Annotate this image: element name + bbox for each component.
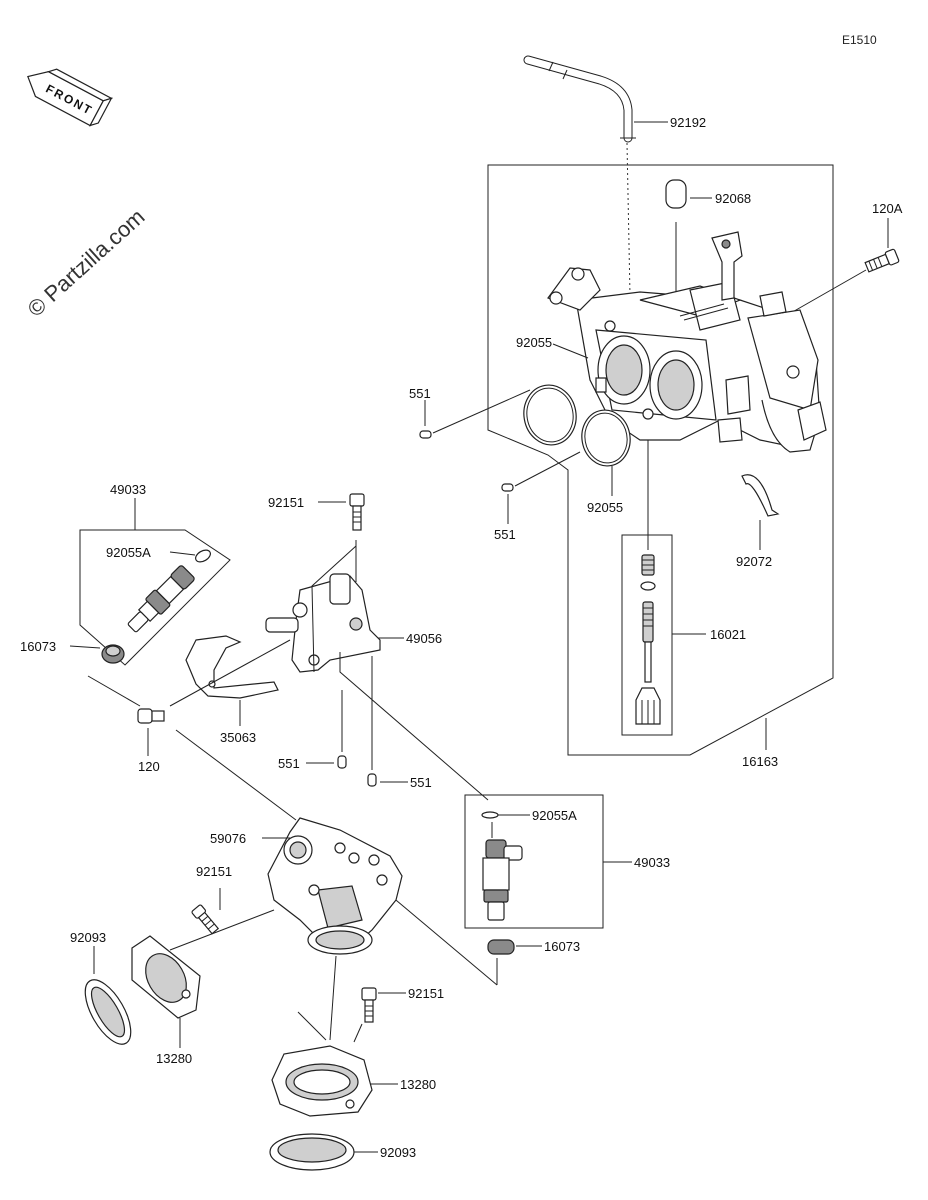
label-13280-lower: 13280 xyxy=(400,1077,436,1092)
dowel-pin-551-c xyxy=(337,755,347,769)
label-92055-upper: 92055 xyxy=(516,335,552,350)
o-ring-92055-upper xyxy=(523,384,577,446)
throttle-body-16163 xyxy=(547,231,827,453)
o-ring-92055-lower xyxy=(581,409,631,467)
idle-screw-16021 xyxy=(635,554,661,725)
injector-box-49033-upper xyxy=(79,529,231,666)
dowel-pin-551-d xyxy=(367,773,377,787)
assembly-outline-16163 xyxy=(487,164,834,756)
cap-92068 xyxy=(665,179,687,209)
fuel-injector-upper xyxy=(127,565,195,633)
label-92151-upper: 92151 xyxy=(268,495,304,510)
label-120: 120 xyxy=(138,759,160,774)
label-92093-left: 92093 xyxy=(70,930,106,945)
fuel-injector-lower xyxy=(482,839,523,921)
label-120A: 120A xyxy=(872,201,903,216)
front-arrow-icon: FRONT xyxy=(27,68,113,127)
label-551-c: 551 xyxy=(278,756,300,771)
o-ring-92055A-upper xyxy=(195,549,211,563)
label-16073-upper: 16073 xyxy=(20,639,56,654)
label-92055-lower: 92055 xyxy=(587,500,623,515)
bolt-92151-upper xyxy=(349,493,365,531)
label-16163: 16163 xyxy=(742,754,778,769)
label-92151-left: 92151 xyxy=(196,864,232,879)
label-92093-lower: 92093 xyxy=(380,1145,416,1160)
label-16073-lower: 16073 xyxy=(544,939,580,954)
label-13280-left: 13280 xyxy=(156,1051,192,1066)
watermark-text: © Partzilla.com xyxy=(23,204,150,322)
label-92068: 92068 xyxy=(715,191,751,206)
label-49056: 49056 xyxy=(406,631,442,646)
label-92072: 92072 xyxy=(736,554,772,569)
bracket-35063 xyxy=(185,635,279,699)
flange-13280-left xyxy=(131,935,201,1019)
label-92055A-upper: 92055A xyxy=(106,545,151,560)
delivery-pipe-49056 xyxy=(265,540,381,673)
bolt-120A xyxy=(864,248,900,273)
dowel-pin-551-b xyxy=(501,483,514,492)
dowel-pin-551-a xyxy=(419,430,432,439)
label-16021: 16021 xyxy=(710,627,746,642)
throttle-housing-59076 xyxy=(267,817,403,955)
label-49033-lower: 49033 xyxy=(634,855,670,870)
label-92151-lower: 92151 xyxy=(408,986,444,1001)
label-551-d: 551 xyxy=(410,775,432,790)
label-49033-upper: 49033 xyxy=(110,482,146,497)
box-16021 xyxy=(621,534,673,736)
label-92192: 92192 xyxy=(670,115,706,130)
label-551-b: 551 xyxy=(494,527,516,542)
bolt-120 xyxy=(137,708,165,724)
label-551-a: 551 xyxy=(409,386,431,401)
grommet-16073-lower xyxy=(487,939,515,955)
bolt-92151-left xyxy=(191,904,220,935)
clamp-92072 xyxy=(741,474,780,517)
label-59076: 59076 xyxy=(210,831,246,846)
label-35063: 35063 xyxy=(220,730,256,745)
flange-13280-lower xyxy=(271,1045,373,1117)
diagram-code: E1510 xyxy=(842,33,877,47)
bolt-92151-lower xyxy=(361,987,377,1023)
label-92055A-lower: 92055A xyxy=(532,808,577,823)
o-ring-92055A-lower xyxy=(481,811,499,819)
